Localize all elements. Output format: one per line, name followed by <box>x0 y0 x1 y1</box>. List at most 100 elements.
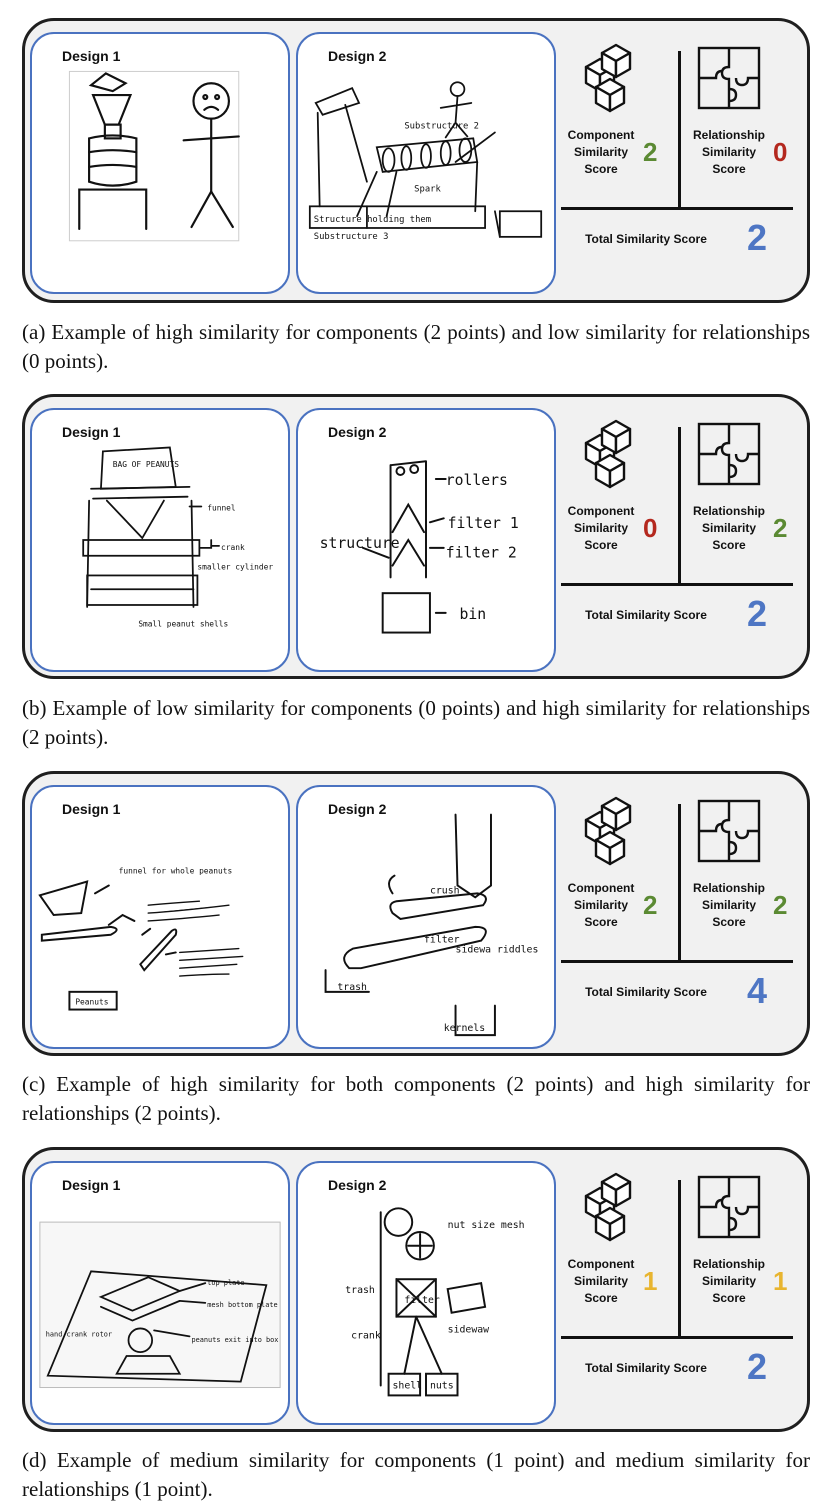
total-score-label: Total Similarity Score <box>585 608 707 622</box>
design-2-sketch: Substructure 2 Spark Structure holding t… <box>308 81 543 242</box>
cubes-icon <box>584 43 632 113</box>
panel-b: BAG OF PEANUTS funnel crank smaller cyli… <box>22 394 810 679</box>
design-1-label: Design 1 <box>62 801 121 817</box>
divider-horizontal <box>561 207 793 210</box>
cubes-icon <box>584 419 632 489</box>
design-1-box: BAG OF PEANUTS funnel crank smaller cyli… <box>30 408 290 672</box>
sketch-label: crush <box>430 885 460 896</box>
component-score-label: Component Similarity Score <box>567 504 635 552</box>
sketch-label: Substructure 2 <box>404 122 479 132</box>
sketch-label: funnel <box>207 503 235 512</box>
sketch-label: shell <box>393 1381 423 1392</box>
cubes-icon <box>584 796 632 866</box>
design-1-box: Design 1 <box>30 32 290 294</box>
divider-horizontal <box>561 960 793 963</box>
sketch-label: trash <box>345 1285 375 1296</box>
relationship-score-label: Relationship Similarity Score <box>692 881 765 929</box>
divider-vertical <box>678 1180 681 1336</box>
sketch-label: hand crank rotor <box>46 1330 112 1338</box>
component-score-value: 2 <box>643 137 658 167</box>
design-2-label: Design 2 <box>328 801 387 817</box>
sketch-label: BAG OF PEANUTS <box>113 460 180 469</box>
cubes-icon <box>584 1172 632 1242</box>
design-2-sketch: crush filter trash kernels sidewa riddle… <box>324 813 539 1037</box>
puzzle-icon <box>697 422 761 486</box>
total-score-value: 2 <box>747 1346 768 1387</box>
design-2-box: rollers filter 1 filter 2 structure bin … <box>296 408 556 672</box>
component-score-label: Component Similarity Score <box>567 128 635 176</box>
relationship-score-label: Relationship Similarity Score <box>692 504 765 552</box>
component-score-value: 2 <box>643 890 658 920</box>
relationship-score-label: Relationship Similarity Score <box>692 1257 765 1305</box>
design-1-box: funnel for whole peanuts Peanuts Design … <box>30 785 290 1049</box>
divider-vertical <box>678 427 681 583</box>
sketch-label: smaller cylinder <box>197 563 273 572</box>
caption-b: (b) Example of low similarity for compon… <box>22 696 810 749</box>
sketch-label: filter <box>404 1295 440 1306</box>
caption-c: (c) Example of high similarity for both … <box>22 1072 810 1125</box>
score-area: Component Similarity Score 2 Relationshi… <box>561 774 811 1053</box>
design-2-label: Design 2 <box>328 1177 387 1193</box>
total-score-label: Total Similarity Score <box>585 232 707 246</box>
divider-vertical <box>678 51 681 207</box>
component-score-value: 1 <box>643 1266 658 1296</box>
total-score-value: 2 <box>747 593 768 634</box>
caption-a: (a) Example of high similarity for compo… <box>22 320 810 373</box>
design-2-label: Design 2 <box>328 48 387 64</box>
sketch-label: Spark <box>414 185 441 195</box>
divider-horizontal <box>561 1336 793 1339</box>
sketch-label: nuts <box>430 1381 454 1392</box>
relationship-score-value: 2 <box>773 890 788 920</box>
sketch-label: crank <box>221 543 245 552</box>
component-score-label: Component Similarity Score <box>567 1257 635 1305</box>
design-1-sketch: funnel for whole peanuts Peanuts <box>38 867 244 1011</box>
caption-d: (d) Example of medium similarity for com… <box>22 1448 810 1501</box>
relationship-score-value: 0 <box>773 137 788 167</box>
design-1-box: top plate mesh bottom plate peanuts exit… <box>30 1161 290 1425</box>
total-score-value: 4 <box>747 970 768 1011</box>
sketch-label: funnel for whole peanuts <box>119 867 233 876</box>
design-1-label: Design 1 <box>62 424 121 440</box>
design-2-sketch: nut size mesh filter sidewaw trash crank… <box>345 1207 525 1397</box>
design-2-sketch: rollers filter 1 filter 2 structure bin <box>320 460 519 634</box>
puzzle-icon <box>697 46 761 110</box>
design-2-box: crush filter trash kernels sidewa riddle… <box>296 785 556 1049</box>
sketch-label: Substructure 3 <box>314 232 389 242</box>
score-area: Component Similarity Score 2 Relationshi… <box>561 21 811 300</box>
design-2-box: Substructure 2 Spark Structure holding t… <box>296 32 556 294</box>
sketch-label: bin <box>459 606 486 623</box>
design-1-label: Design 1 <box>62 48 121 64</box>
design-2-box: nut size mesh filter sidewaw trash crank… <box>296 1161 556 1425</box>
total-score-label: Total Similarity Score <box>585 985 707 999</box>
score-area: Component Similarity Score 0 Relationshi… <box>561 397 811 676</box>
puzzle-icon <box>697 799 761 863</box>
sketch-label: structure <box>320 535 400 552</box>
sketch-label: filter 1 <box>448 515 519 532</box>
sketch-label: Peanuts <box>75 998 108 1007</box>
sketch-label: kernels <box>444 1023 485 1034</box>
sketch-label: top plate <box>207 1279 244 1287</box>
sketch-label: filter 2 <box>446 545 517 562</box>
design-2-sketch: top plate mesh bottom plate peanuts exit… <box>39 1221 281 1389</box>
total-score-value: 2 <box>747 217 768 258</box>
sketch-label: trash <box>337 982 367 993</box>
sketch-label: sidewa riddles <box>456 944 539 955</box>
component-score-value: 0 <box>643 513 658 543</box>
relationship-score-value: 1 <box>773 1266 788 1296</box>
sketch-label: Small peanut shells <box>138 620 228 629</box>
sketch-label: peanuts exit into box <box>192 1336 279 1344</box>
relationship-score-label: Relationship Similarity Score <box>692 128 765 176</box>
relationship-score-value: 2 <box>773 513 788 543</box>
panel-c: funnel for whole peanuts Peanuts Design … <box>22 771 810 1056</box>
sketch-label: nut size mesh <box>448 1220 525 1231</box>
component-score-label: Component Similarity Score <box>567 881 635 929</box>
sketch-label: crank <box>351 1330 381 1341</box>
sketch-label: sidewaw <box>448 1324 490 1335</box>
sketch-label: rollers <box>446 472 508 489</box>
panel-d: top plate mesh bottom plate peanuts exit… <box>22 1147 810 1432</box>
panel-a: Design 1 <box>22 18 810 303</box>
design-1-sketch: BAG OF PEANUTS funnel crank smaller cyli… <box>82 446 273 629</box>
design-2-label: Design 2 <box>328 424 387 440</box>
total-score-label: Total Similarity Score <box>585 1361 707 1375</box>
divider-vertical <box>678 804 681 960</box>
